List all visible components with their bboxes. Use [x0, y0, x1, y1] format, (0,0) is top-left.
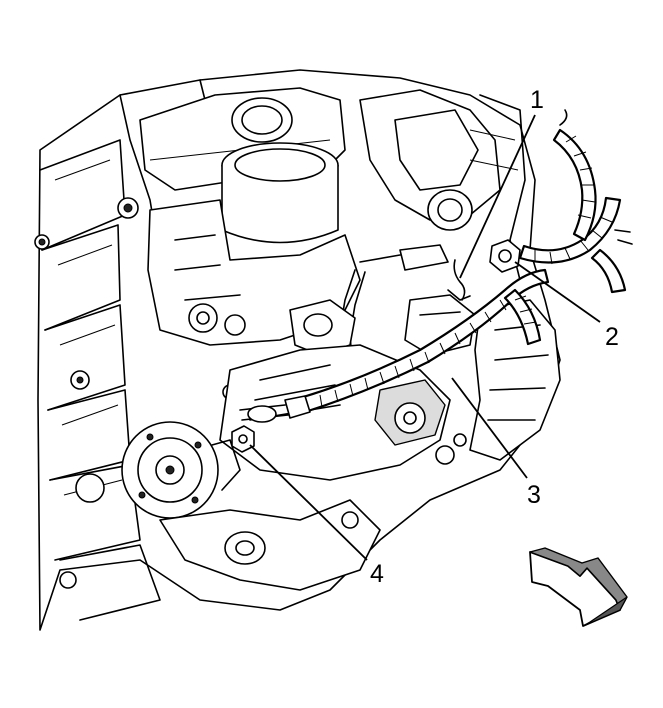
callout-3: 3 [527, 481, 541, 509]
front-direction-arrow-icon [529, 547, 628, 627]
callout-2: 2 [605, 323, 619, 351]
leader-line-4 [249, 444, 368, 561]
engine-block [34, 69, 561, 631]
callout-4: 4 [370, 560, 384, 588]
callout-1: 1 [530, 86, 544, 114]
leader-line-3 [451, 377, 528, 479]
positive-battery-cable [239, 268, 550, 423]
starter-terminal-nut [231, 425, 255, 453]
leader-lines [249, 114, 601, 561]
leader-line-2 [514, 261, 601, 323]
leader-line-1 [459, 114, 536, 279]
wiring-harness [518, 109, 633, 294]
